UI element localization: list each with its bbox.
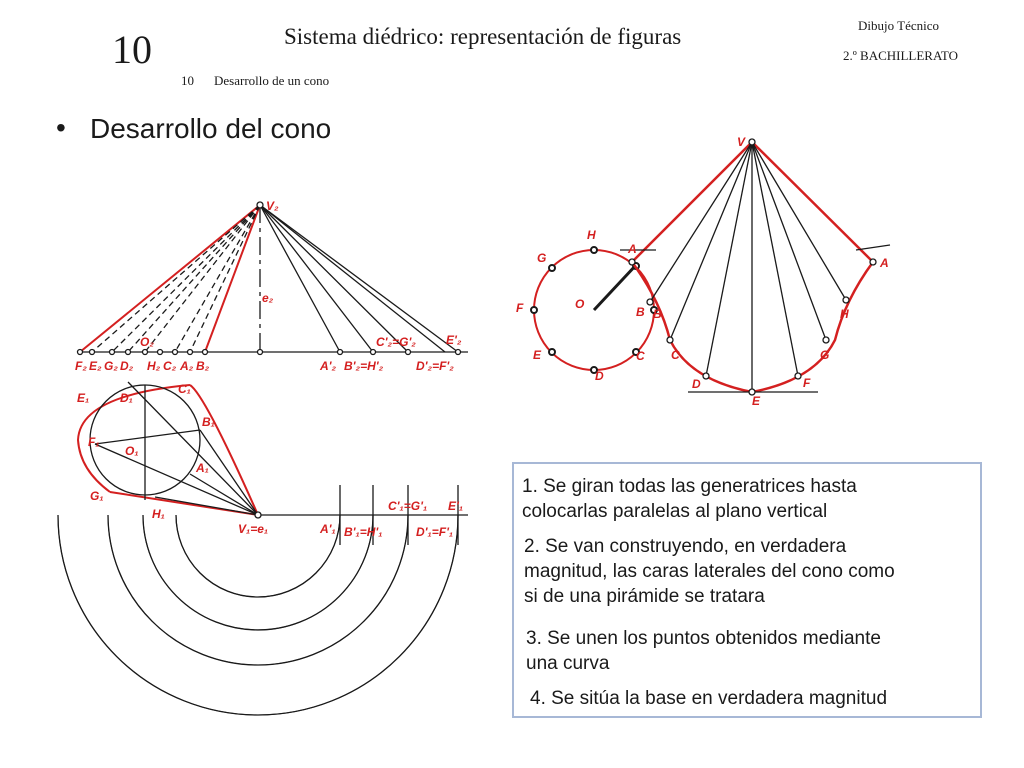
page-title: Sistema diédrico: representación de figu… [284, 24, 682, 49]
label-A2: A₂ [179, 359, 194, 373]
top-view [57, 381, 468, 716]
label-E1p: E'₁ [448, 499, 463, 513]
label-O2: O₂ [140, 335, 154, 349]
label-dev-E: E [752, 394, 761, 408]
subject-label: Dibujo Técnico [858, 18, 939, 33]
base-circle-labels: H A G F O B E C D [516, 228, 645, 383]
steps-box: 1. Se giran todas las generatrices hasta… [512, 462, 982, 718]
label-circle-C: C [636, 349, 645, 363]
level-label: 2.º BACHILLERATO [843, 48, 959, 63]
label-dev-V: V [737, 135, 746, 149]
label-D1p: D'₁=F'₁ [416, 525, 453, 539]
section-title: Desarrollo de un cono [214, 73, 330, 88]
label-circle-F: F [516, 301, 524, 315]
label-dev-G: G [820, 348, 829, 362]
label-circle-E: E [533, 348, 542, 362]
label-B1p: B'₁=H'₁ [344, 525, 383, 539]
label-dev-F: F [803, 376, 811, 390]
label-A1: A₁ [195, 461, 209, 475]
label-V2: V₂ [266, 199, 279, 213]
label-circle-H: H [587, 228, 596, 242]
step-1: 1. Se giran todas las generatrices hasta… [522, 476, 857, 522]
bullet-heading: Desarrollo del cono [90, 113, 332, 144]
label-circle-A: A [627, 242, 637, 256]
label-H1: H₁ [152, 507, 165, 521]
label-B2: B₂ [196, 359, 210, 373]
label-H2: H₂ [147, 359, 161, 373]
label-C2p: C'₂=G'₂ [376, 335, 416, 349]
chapter-number: 10 [112, 27, 152, 72]
label-A2p: A'₂ [319, 359, 337, 373]
label-dev-B: B [653, 307, 662, 321]
label-B2p: B'₂=H'₂ [344, 359, 384, 373]
label-circle-G: G [537, 251, 546, 265]
label-V1: V₁=e₁ [238, 522, 268, 536]
label-C1: C₁ [178, 382, 191, 396]
step-3: 3. Se unen los puntos obtenidos mediante… [526, 628, 881, 674]
label-D2: D₂ [120, 359, 134, 373]
front-view [76, 201, 468, 356]
section-number: 10 [181, 73, 194, 88]
label-C2: C₂ [163, 359, 177, 373]
label-dev-H: H [840, 307, 849, 321]
label-E1: E₁ [77, 391, 89, 405]
label-C1p: C'₁=G'₁ [388, 499, 427, 513]
development-labels: V A B H C G D F E [653, 135, 889, 408]
label-F2: F₂ [75, 359, 87, 373]
label-B1: B₁ [202, 415, 215, 429]
cone-development [620, 138, 891, 396]
label-O1: O₁ [125, 444, 139, 458]
bullet-marker: • [56, 112, 66, 143]
label-E2p: E'₂ [446, 333, 462, 347]
step-4: 4. Se sitúa la base en verdadera magnitu… [530, 688, 888, 709]
label-G1: G₁ [90, 489, 104, 503]
base-circle [530, 246, 658, 374]
label-E2: E₂ [89, 359, 102, 373]
label-D2p: D'₂=F'₂ [416, 359, 454, 373]
label-dev-A: A [879, 256, 889, 270]
label-e2: e₂ [262, 291, 274, 305]
step-2: 2. Se van construyendo, en verdadera mag… [524, 536, 895, 607]
label-circle-O: O [575, 297, 585, 311]
label-dev-C: C [671, 348, 680, 362]
label-F1: F₁ [88, 435, 100, 449]
top-view-labels: C₁ E₁ D₁ B₁ F₁ O₁ A₁ G₁ H₁ V₁=e₁ C'₁=G'₁… [77, 382, 463, 539]
label-dev-D: D [692, 377, 701, 391]
label-A1p: A'₁ [319, 522, 336, 536]
front-view-labels: V₂ e₂ O₂ C'₂=G'₂ E'₂ F₂ E₂ G₂ D₂ H₂ C₂ A… [75, 199, 462, 373]
label-G2: G₂ [104, 359, 118, 373]
label-D1: D₁ [120, 391, 133, 405]
label-circle-D: D [595, 369, 604, 383]
label-circle-B: B [636, 305, 645, 319]
